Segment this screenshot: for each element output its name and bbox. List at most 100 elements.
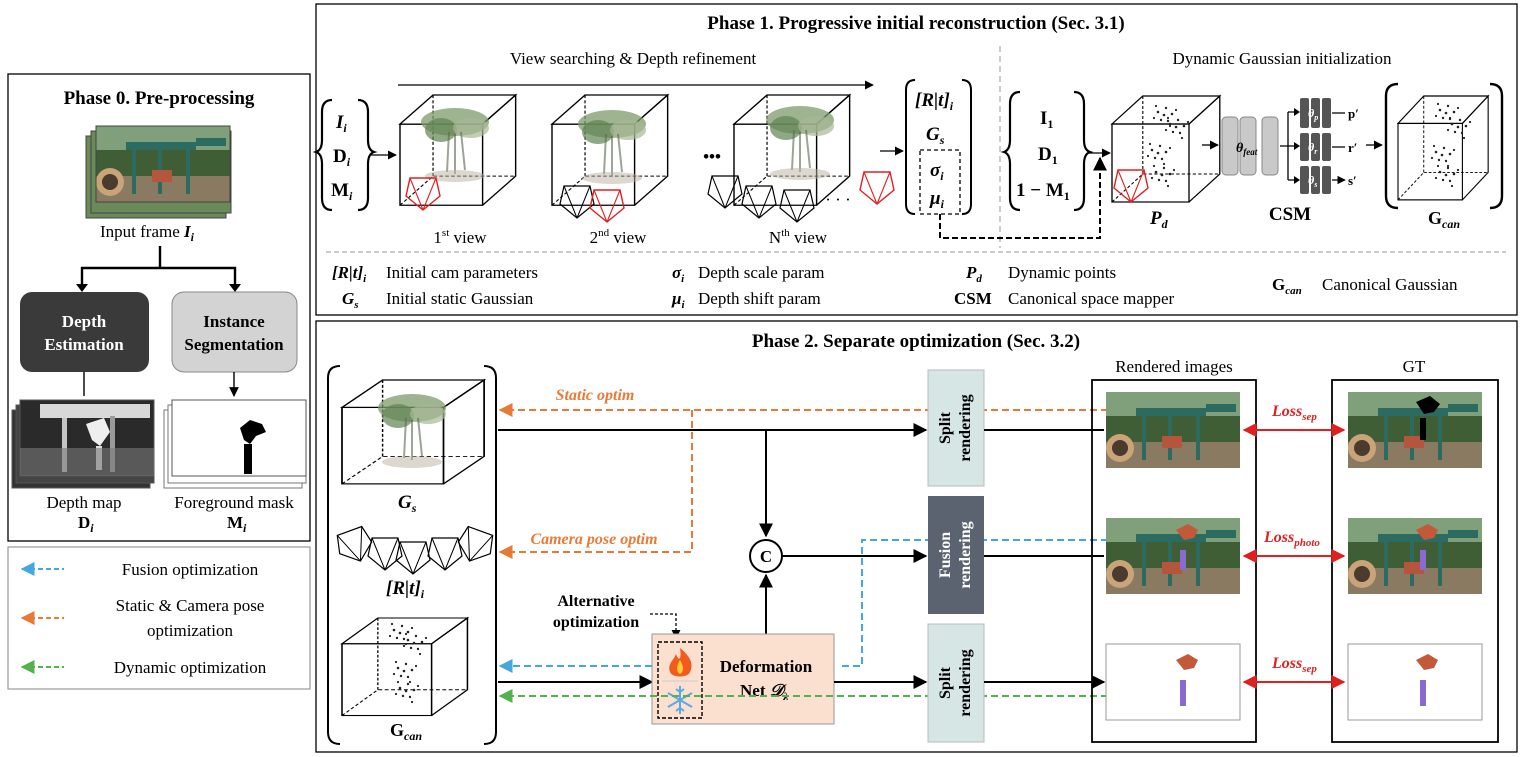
svg-text:Gcan: Gcan — [1428, 208, 1460, 231]
svg-text:1 − M1: 1 − M1 — [1016, 180, 1070, 203]
foreground-mask-image — [163, 399, 307, 489]
theta-p-label: θ — [1308, 106, 1315, 120]
gcan-label: G — [1428, 208, 1442, 228]
legend-dynamic-label: Dynamic optimization — [114, 658, 267, 677]
phase1-panel — [315, 3, 1518, 316]
fire-icon — [669, 648, 692, 677]
split1-line1: Split — [937, 411, 954, 444]
param-sigma: σ — [930, 160, 941, 181]
deform-line1: Deformation — [720, 657, 813, 676]
svg-text:θr: θr — [1308, 140, 1318, 156]
gcan-cube — [1397, 95, 1489, 201]
view1-cube — [399, 94, 517, 211]
theta-feat-label: θ — [1236, 141, 1244, 156]
phase2-panel — [315, 320, 1518, 753]
def-rt-text: Initial cam parameters — [386, 263, 538, 282]
camera-optim-label: Camera pose optim — [530, 531, 657, 548]
svg-text:Mi: Mi — [331, 180, 353, 203]
seg-box-line1: Instance — [203, 312, 265, 331]
rendered-fusion-image — [1106, 518, 1240, 594]
svg-text:2nd view: 2nd view — [590, 227, 648, 247]
svg-text:σi: σi — [672, 263, 685, 285]
alt-optim-line1: Alternative — [557, 593, 634, 610]
camera-optim-arrow — [498, 410, 693, 559]
p2-rt-label: [R|t] — [386, 578, 421, 599]
svg-text:Lossphoto: Lossphoto — [1263, 529, 1320, 549]
svg-text:Gcan: Gcan — [390, 720, 422, 743]
gcan-right-bracket — [1489, 82, 1504, 210]
dyn-input-I: I — [1040, 108, 1047, 129]
static-optim-label: Static optim — [556, 387, 635, 404]
ellipsis-dots: ••• — [703, 147, 721, 166]
split2-line2: rendering — [957, 649, 974, 716]
svg-text:Input frame Ii: Input frame Ii — [100, 222, 195, 244]
gt-label: GT — [1403, 357, 1426, 376]
canonical-gaussian-cube — [341, 617, 469, 717]
svg-text:I1: I1 — [1040, 108, 1053, 131]
phase0-title: Phase 0. Pre-processing — [64, 88, 255, 109]
def-gs-text: Initial static Gaussian — [386, 289, 534, 308]
out-r: r′ — [1348, 140, 1357, 155]
view-search-label: View searching & Depth refinement — [510, 49, 757, 68]
split-rendering-box-1 — [927, 369, 985, 487]
svg-text:θp: θp — [1308, 106, 1318, 122]
depth-estimation-box — [20, 292, 149, 372]
out-s: s′ — [1348, 173, 1357, 188]
svg-text:μi: μi — [929, 188, 945, 211]
def-sigma-text: Depth scale param — [698, 263, 825, 282]
def-pd-sym: P — [965, 263, 977, 282]
gt-dynamic-image — [1347, 643, 1483, 721]
input-frame-label: Input frame — [100, 222, 184, 241]
input-D: D — [333, 146, 347, 167]
fusion-line2: rendering — [957, 521, 974, 588]
foreground-mask-label: Foreground mask — [174, 493, 294, 512]
theta-s-label: θ — [1308, 173, 1315, 187]
view2-num: 2 — [590, 228, 599, 247]
phase2-right-bracket — [483, 365, 497, 745]
out-p: p′ — [1348, 106, 1359, 121]
rendered-dynamic-image — [1105, 643, 1241, 721]
dyn-input-M: 1 − M — [1016, 180, 1064, 201]
csm-label: CSM — [1269, 204, 1311, 225]
svg-text:[R|t]i: [R|t]i — [386, 578, 425, 601]
def-gcan-text: Canonical Gaussian — [1322, 275, 1458, 294]
input-I: I — [335, 112, 344, 133]
svg-text:Losssep: Losssep — [1271, 403, 1317, 423]
gt-fusion-image — [1348, 518, 1482, 594]
loss-photo-label: Loss — [1263, 529, 1294, 546]
def-gs-sym: G — [342, 289, 355, 308]
split1-line2: rendering — [957, 394, 974, 461]
def-csm-sym: CSM — [954, 289, 992, 308]
viewN-num: N — [769, 228, 781, 247]
svg-text:Di: Di — [333, 146, 351, 169]
svg-text:Net 𝒟λ: Net 𝒟λ — [740, 681, 788, 703]
depth-map-symbol: D — [78, 513, 90, 532]
dyn-inputs-right-brace — [1073, 90, 1094, 212]
svg-text:θfeat: θfeat — [1236, 141, 1258, 157]
def-mu-text: Depth shift param — [698, 289, 821, 308]
def-sigma-sym: σ — [672, 263, 682, 282]
split2-line1: Split — [937, 666, 954, 699]
svg-text:D1: D1 — [1038, 144, 1058, 167]
dyn-inputs-left-brace — [1000, 90, 1021, 212]
svg-text:σi: σi — [930, 160, 944, 183]
def-pd-text: Dynamic points — [1008, 263, 1116, 282]
def-mu-sym: μ — [671, 289, 681, 308]
svg-text:Gs: Gs — [926, 124, 945, 147]
svg-text:Gs: Gs — [398, 492, 417, 515]
def-csm-text: Canonical space mapper — [1008, 289, 1174, 308]
svg-text:Losssep: Losssep — [1271, 655, 1317, 675]
dynamic-init-label: Dynamic Gaussian initialization — [1172, 49, 1392, 68]
legend-panel — [7, 546, 311, 690]
alt-optim-line2: optimization — [553, 614, 639, 631]
rendered-images-label: Rendered images — [1115, 357, 1233, 376]
theta-r-label: θ — [1308, 140, 1315, 154]
depth-box-line1: Depth — [62, 312, 107, 331]
svg-text:θs: θs — [1308, 173, 1317, 189]
param-gs: G — [926, 124, 940, 145]
def-gcan-sym: G — [1272, 275, 1285, 294]
foreground-mask-sub: i — [243, 521, 247, 535]
inputs-left-brace — [312, 98, 333, 212]
depth-map-sub: i — [90, 521, 94, 535]
